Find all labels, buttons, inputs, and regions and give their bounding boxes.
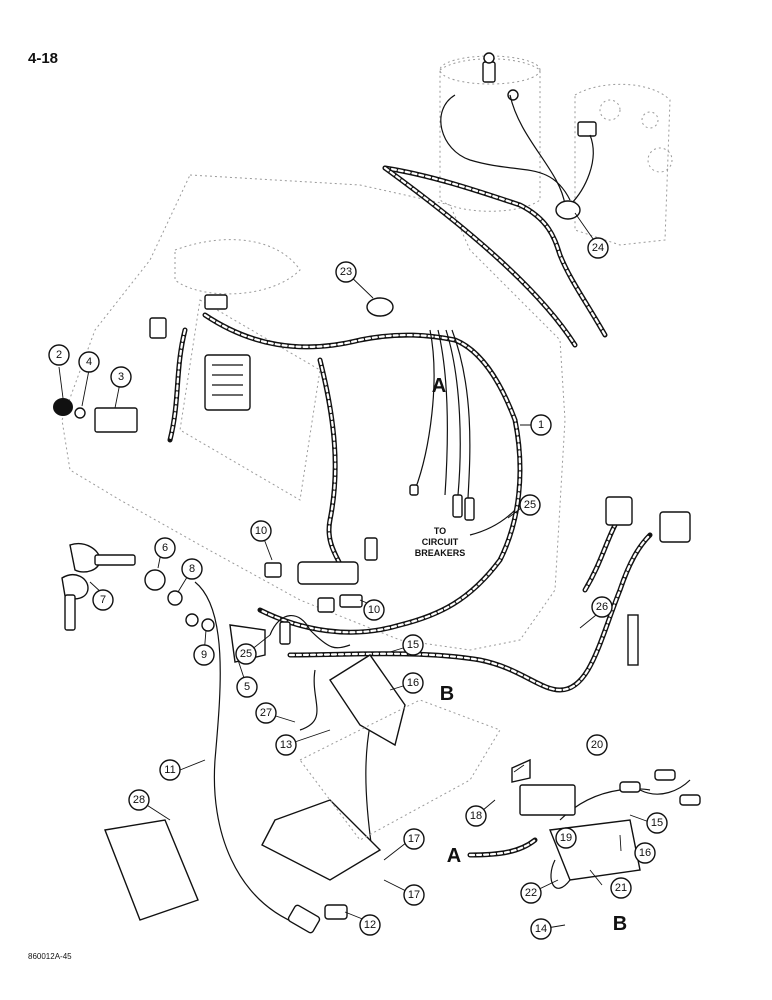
svg-text:23: 23 bbox=[340, 266, 352, 278]
callout-11: 11 bbox=[159, 759, 181, 781]
callout-4: 4 bbox=[78, 351, 100, 373]
svg-text:16: 16 bbox=[639, 847, 651, 859]
svg-text:15: 15 bbox=[407, 639, 419, 651]
svg-text:TO: TO bbox=[434, 526, 446, 536]
callout-22: 22 bbox=[520, 882, 542, 904]
svg-text:CIRCUIT: CIRCUIT bbox=[422, 537, 459, 547]
connector-a-top-label: A bbox=[432, 375, 446, 397]
hydraulic-filter-outline bbox=[439, 55, 673, 246]
svg-text:12: 12 bbox=[364, 919, 376, 931]
callout-14: 14 bbox=[530, 918, 552, 940]
svg-text:22: 22 bbox=[525, 887, 537, 899]
to-circuit-breakers-note: TO CIRCUIT BREAKERS bbox=[415, 526, 466, 558]
harness-connectors bbox=[149, 294, 701, 934]
svg-text:9: 9 bbox=[201, 649, 207, 661]
svg-text:13: 13 bbox=[280, 739, 292, 751]
callout-21: 21 bbox=[610, 877, 632, 899]
grommets bbox=[366, 200, 581, 317]
pressure-switch bbox=[482, 52, 597, 137]
svg-text:14: 14 bbox=[535, 923, 547, 935]
callout-28: 28 bbox=[128, 789, 150, 811]
svg-text:17: 17 bbox=[408, 889, 420, 901]
switch-components bbox=[53, 398, 266, 663]
callout-10-top: 10 bbox=[250, 520, 272, 542]
callout-15-right: 15 bbox=[646, 812, 668, 834]
svg-text:3: 3 bbox=[118, 371, 124, 383]
callout-8: 8 bbox=[181, 558, 203, 580]
callout-9: 9 bbox=[193, 644, 215, 666]
callout-25-left: 25 bbox=[235, 643, 257, 665]
svg-text:BREAKERS: BREAKERS bbox=[415, 548, 466, 558]
svg-text:6: 6 bbox=[162, 542, 168, 554]
callout-3: 3 bbox=[110, 366, 132, 388]
connector-b-top-label: B bbox=[440, 683, 454, 705]
callout-17-top: 17 bbox=[403, 828, 425, 850]
svg-text:28: 28 bbox=[133, 794, 145, 806]
callout-17-bottom: 17 bbox=[403, 884, 425, 906]
thin-wires bbox=[194, 94, 691, 926]
callout-12: 12 bbox=[359, 914, 381, 936]
callout-13: 13 bbox=[275, 734, 297, 756]
page-number: 4-18 bbox=[28, 50, 59, 67]
svg-text:20: 20 bbox=[591, 739, 603, 751]
callout-10-bottom: 10 bbox=[363, 599, 385, 621]
svg-text:4: 4 bbox=[86, 356, 92, 368]
connector-a-bottom-label: A bbox=[447, 845, 461, 867]
callout-25-top: 25 bbox=[519, 494, 541, 516]
callout-1: 1 bbox=[530, 414, 552, 436]
callout-16-right: 16 bbox=[634, 842, 656, 864]
callout-15-top: 15 bbox=[402, 634, 424, 656]
svg-text:21: 21 bbox=[615, 882, 627, 894]
callout-27: 27 bbox=[255, 702, 277, 724]
connector-b-bottom-label: B bbox=[613, 913, 627, 935]
callout-2: 2 bbox=[48, 344, 70, 366]
svg-text:7: 7 bbox=[100, 594, 106, 606]
callout-19: 19 bbox=[555, 827, 577, 849]
svg-text:1: 1 bbox=[538, 419, 544, 431]
callouts: 1 2 3 4 5 6 7 8 9 10 10 11 12 13 14 15 1… bbox=[48, 237, 668, 940]
svg-text:24: 24 bbox=[592, 242, 604, 254]
callout-18: 18 bbox=[465, 805, 487, 827]
svg-text:10: 10 bbox=[255, 525, 267, 537]
svg-text:16: 16 bbox=[407, 677, 419, 689]
callout-16-top: 16 bbox=[402, 672, 424, 694]
svg-text:11: 11 bbox=[164, 764, 175, 776]
svg-text:25: 25 bbox=[240, 648, 252, 660]
callout-26: 26 bbox=[591, 596, 613, 618]
callout-6: 6 bbox=[154, 537, 176, 559]
svg-text:27: 27 bbox=[260, 707, 272, 719]
callout-20: 20 bbox=[586, 734, 608, 756]
svg-text:18: 18 bbox=[470, 810, 482, 822]
svg-text:17: 17 bbox=[408, 833, 420, 845]
figure-code: 860012A-45 bbox=[28, 952, 72, 961]
svg-text:5: 5 bbox=[244, 681, 250, 693]
svg-text:25: 25 bbox=[524, 499, 536, 511]
svg-text:26: 26 bbox=[596, 601, 608, 613]
callout-24: 24 bbox=[587, 237, 609, 259]
svg-text:10: 10 bbox=[368, 604, 380, 616]
svg-text:15: 15 bbox=[651, 817, 663, 829]
callout-23: 23 bbox=[335, 261, 357, 283]
callout-5: 5 bbox=[236, 676, 258, 698]
main-harness bbox=[167, 165, 653, 858]
mounting-brackets bbox=[104, 614, 641, 921]
callout-7: 7 bbox=[92, 589, 114, 611]
svg-text:19: 19 bbox=[560, 832, 572, 844]
svg-text:8: 8 bbox=[189, 563, 195, 575]
connector-letters: A A B B bbox=[432, 375, 627, 935]
svg-text:2: 2 bbox=[56, 349, 62, 361]
